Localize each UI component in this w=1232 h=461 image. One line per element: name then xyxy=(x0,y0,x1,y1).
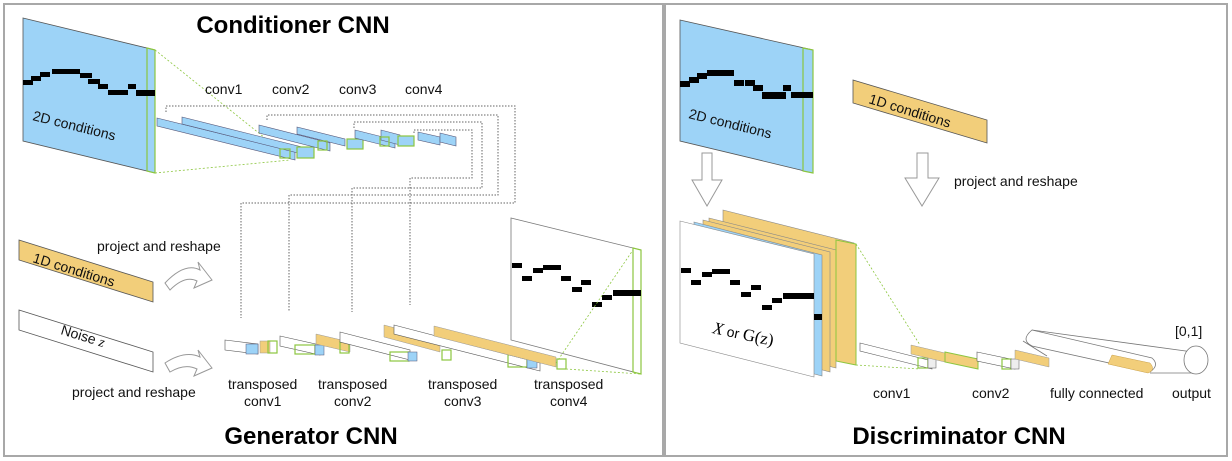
disc-conv2-label: conv2 xyxy=(972,385,1010,401)
down-arrow-icon xyxy=(904,152,940,207)
tconv1-block xyxy=(224,339,278,355)
conv1-label: conv1 xyxy=(205,81,243,97)
disc-conv-blocks: [0,1] conv1 conv2 fully connected output xyxy=(859,323,1211,401)
tconv3-label-line2: conv3 xyxy=(444,393,482,409)
input-2d-sheet xyxy=(22,17,156,174)
tconv4-label-line1: transposed xyxy=(534,376,603,392)
conv3-label: conv3 xyxy=(339,81,377,97)
conv2-block xyxy=(258,124,364,152)
tconv2-block xyxy=(279,333,351,356)
disc-input-stack: X or G(z) xyxy=(679,209,921,378)
generator-cnn-title: Generator CNN xyxy=(224,423,397,450)
tconv4-label-line2: conv4 xyxy=(550,393,588,409)
tconv1-label-line1: transposed xyxy=(228,376,297,392)
conv2-label: conv2 xyxy=(272,81,310,97)
skip-connections xyxy=(165,105,516,318)
input-2d-slice xyxy=(146,47,156,174)
conditioner-2d-input: 2D conditions xyxy=(22,17,291,174)
disc-2d-input: 2D conditions xyxy=(679,19,814,174)
tconv3-label-line1: transposed xyxy=(428,376,497,392)
project-reshape-bottom: project and reshape xyxy=(72,384,196,400)
conditioner-cnn-title: Conditioner CNN xyxy=(196,12,389,39)
piano-roll-notes xyxy=(23,69,155,96)
disc-conv2-block xyxy=(976,349,1050,370)
disc-project-reshape-label: project and reshape xyxy=(954,173,1078,189)
curved-arrows xyxy=(164,261,213,377)
tconv2-label-line2: conv2 xyxy=(334,393,372,409)
fully-connected-label: fully connected xyxy=(1050,385,1143,401)
output-piano-roll-notes xyxy=(512,263,641,307)
generator-noise-input: Noise z xyxy=(18,309,154,373)
generator-output xyxy=(510,217,642,375)
project-reshape-top: project and reshape xyxy=(97,238,221,254)
conv4-label: conv4 xyxy=(405,81,443,97)
disc-conv1-block xyxy=(859,342,979,370)
down-arrow-icon xyxy=(691,152,723,208)
output-range-label: [0,1] xyxy=(1175,323,1202,339)
conv3-block xyxy=(354,129,415,149)
generator-tconv-blocks: transposed conv1 transposed conv2 transp… xyxy=(224,324,603,409)
tconv2-label-line1: transposed xyxy=(318,376,387,392)
disc-conv1-label: conv1 xyxy=(873,385,911,401)
curved-arrow-icon xyxy=(164,349,213,377)
gen-1d-label: 1D conditions xyxy=(31,250,117,290)
disc-1d-input: 1D conditions xyxy=(852,79,988,144)
tconv4-block xyxy=(393,324,567,372)
conv1-block xyxy=(156,116,315,161)
disc-piano-roll-notes xyxy=(680,70,813,99)
disc-fully-connected xyxy=(1022,329,1209,375)
output-label: output xyxy=(1172,385,1211,401)
disc-input-piano-roll-notes xyxy=(681,268,822,320)
curved-arrow-icon xyxy=(164,261,213,291)
conv4-block xyxy=(417,131,457,147)
right-panel-frame xyxy=(664,3,1228,457)
output-node xyxy=(1183,345,1209,375)
tconv1-label-line2: conv1 xyxy=(244,393,282,409)
left-panel-frame xyxy=(3,3,664,457)
discriminator-cnn-title: Discriminator CNN xyxy=(852,423,1065,450)
conditioner-conv-blocks: conv1 conv2 conv3 conv4 xyxy=(156,81,457,161)
